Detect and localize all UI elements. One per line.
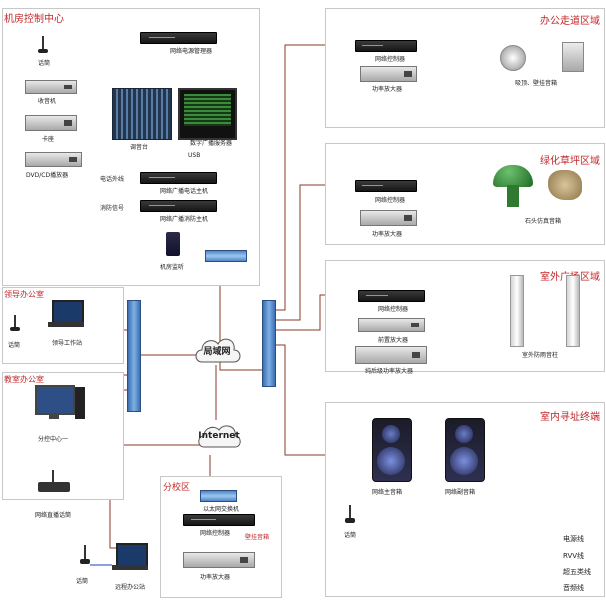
internet-cloud-shape [198,425,241,448]
pre-amp-device [358,318,425,332]
leader-mic-label: 话筒 [8,342,21,349]
sub-center-pc-icon [35,385,85,425]
remote-mic-icon [80,545,90,567]
indoor-main-spk-label: 网络主音箱 [372,489,403,496]
indoor-sub-spk-label: 网络副音箱 [445,489,476,496]
stone-speaker-icon [548,170,582,200]
teaching-office-title: 教室办公室 [4,375,44,384]
amp-1-device [360,66,417,82]
amp-2-device [360,210,417,226]
lan-cloud: 局域网 [192,330,242,370]
left-switch [127,300,141,412]
eth-switch-device [200,490,237,502]
legend-power: 电源线 [563,535,584,543]
control-center-title: 机房控制中心 [4,14,64,25]
leader-office-title: 领导办公室 [4,290,44,299]
stone-speaker-label: 石头仿真音箱 [525,218,562,225]
amp-1-label: 功率放大器 [372,86,403,93]
net-controller-1-device [355,40,417,52]
branch-controller-label: 网络控制器 [200,530,231,537]
net-controller-1-label: 网络控制器 [375,56,406,63]
sub-center-label: 分控中心一 [38,436,69,443]
phone-host-label: 网络广播电话主机 [160,188,209,195]
power-manager-label: 网络电源管理器 [170,48,213,55]
internet-label: Internet [198,431,240,441]
phone-host-device [140,172,217,184]
pure-amp-device [355,346,427,364]
mic-icon [38,36,48,54]
net-controller-3-device [358,290,425,302]
leader-mic-icon [10,315,20,333]
branch-amp-label: 功率放大器 [200,574,231,581]
fire-host-label: 网络广播消防主机 [160,216,209,223]
radio-label: 收音机 [38,98,57,105]
indoor-sub-speaker-icon [445,418,485,482]
phone-out-label: 电话外线 [100,176,125,183]
fire-host-device [140,200,217,212]
room-monitor-label: 机房监听 [160,264,185,271]
right-switch [262,300,276,387]
pre-amp-label: 前置放大器 [378,337,409,344]
leader-laptop-icon [48,300,84,330]
net-controller-3-label: 网络控制器 [378,306,409,313]
dvd-label: DVD/CD播放器 [26,172,69,179]
branch-spk-label: 壁挂音箱 [245,534,270,541]
pure-amp-label: 纯后级功率放大器 [365,368,414,375]
amp-2-label: 功率放大器 [372,231,403,238]
internet-cloud: Internet [195,418,243,454]
legend-audio: 音频线 [563,584,584,592]
legend-cat5: 超五类线 [563,568,591,576]
mushroom-speaker-icon [493,165,533,209]
office-corridor-title: 办公走道区域 [540,16,600,27]
net-paging-mic-label: 网络直播话筒 [35,512,72,519]
dvd-device [25,152,82,167]
indoor-terminal-title: 室内寻址终端 [540,412,600,423]
outdoor-column-label: 室外防雨音柱 [522,352,559,359]
mixer-label: 调音台 [130,144,149,151]
branch-campus-title: 分校区 [163,483,191,493]
control-switch [205,250,247,262]
wall-speaker-icon [562,42,584,72]
deck-device [25,115,77,131]
corridor-speakers-label: 吸顶、壁挂音箱 [515,80,558,87]
mic-label: 话筒 [38,60,51,67]
eth-switch-label: 以太网交换机 [203,506,240,513]
outdoor-column-left-icon [510,275,524,347]
control-center-zone [2,8,260,286]
lan-label: 局域网 [203,346,231,357]
branch-controller-device [183,514,255,526]
fire-signal-label: 消防信号 [100,205,125,212]
deck-label: 卡座 [42,136,55,143]
radio-device [25,80,77,94]
power-manager-device [140,32,217,44]
remote-office-label: 远程办公站 [115,584,146,591]
legend-rvv: RVV线 [563,552,585,560]
mixer-device [112,88,172,140]
lan-cloud-shape [195,338,241,363]
room-monitor-device [166,232,180,256]
digital-server-label: 数字广播服务器 [190,140,233,147]
remote-mic-label: 话筒 [76,578,89,585]
lawn-title: 绿化草坪区域 [540,156,600,167]
ceiling-speaker-icon [500,45,526,71]
usb-label: USB [188,152,201,159]
indoor-main-speaker-icon [372,418,412,482]
indoor-mic-label: 话筒 [344,532,357,539]
branch-amp-device [183,552,255,568]
net-controller-2-device [355,180,417,192]
net-controller-2-label: 网络控制器 [375,197,406,204]
outdoor-column-right-icon [566,275,580,347]
remote-laptop-icon [112,543,148,573]
leader-pc-label: 领导工作站 [52,340,83,347]
digital-server-device [178,88,237,140]
net-paging-mic-icon [38,470,70,492]
indoor-mic-icon [345,505,355,525]
